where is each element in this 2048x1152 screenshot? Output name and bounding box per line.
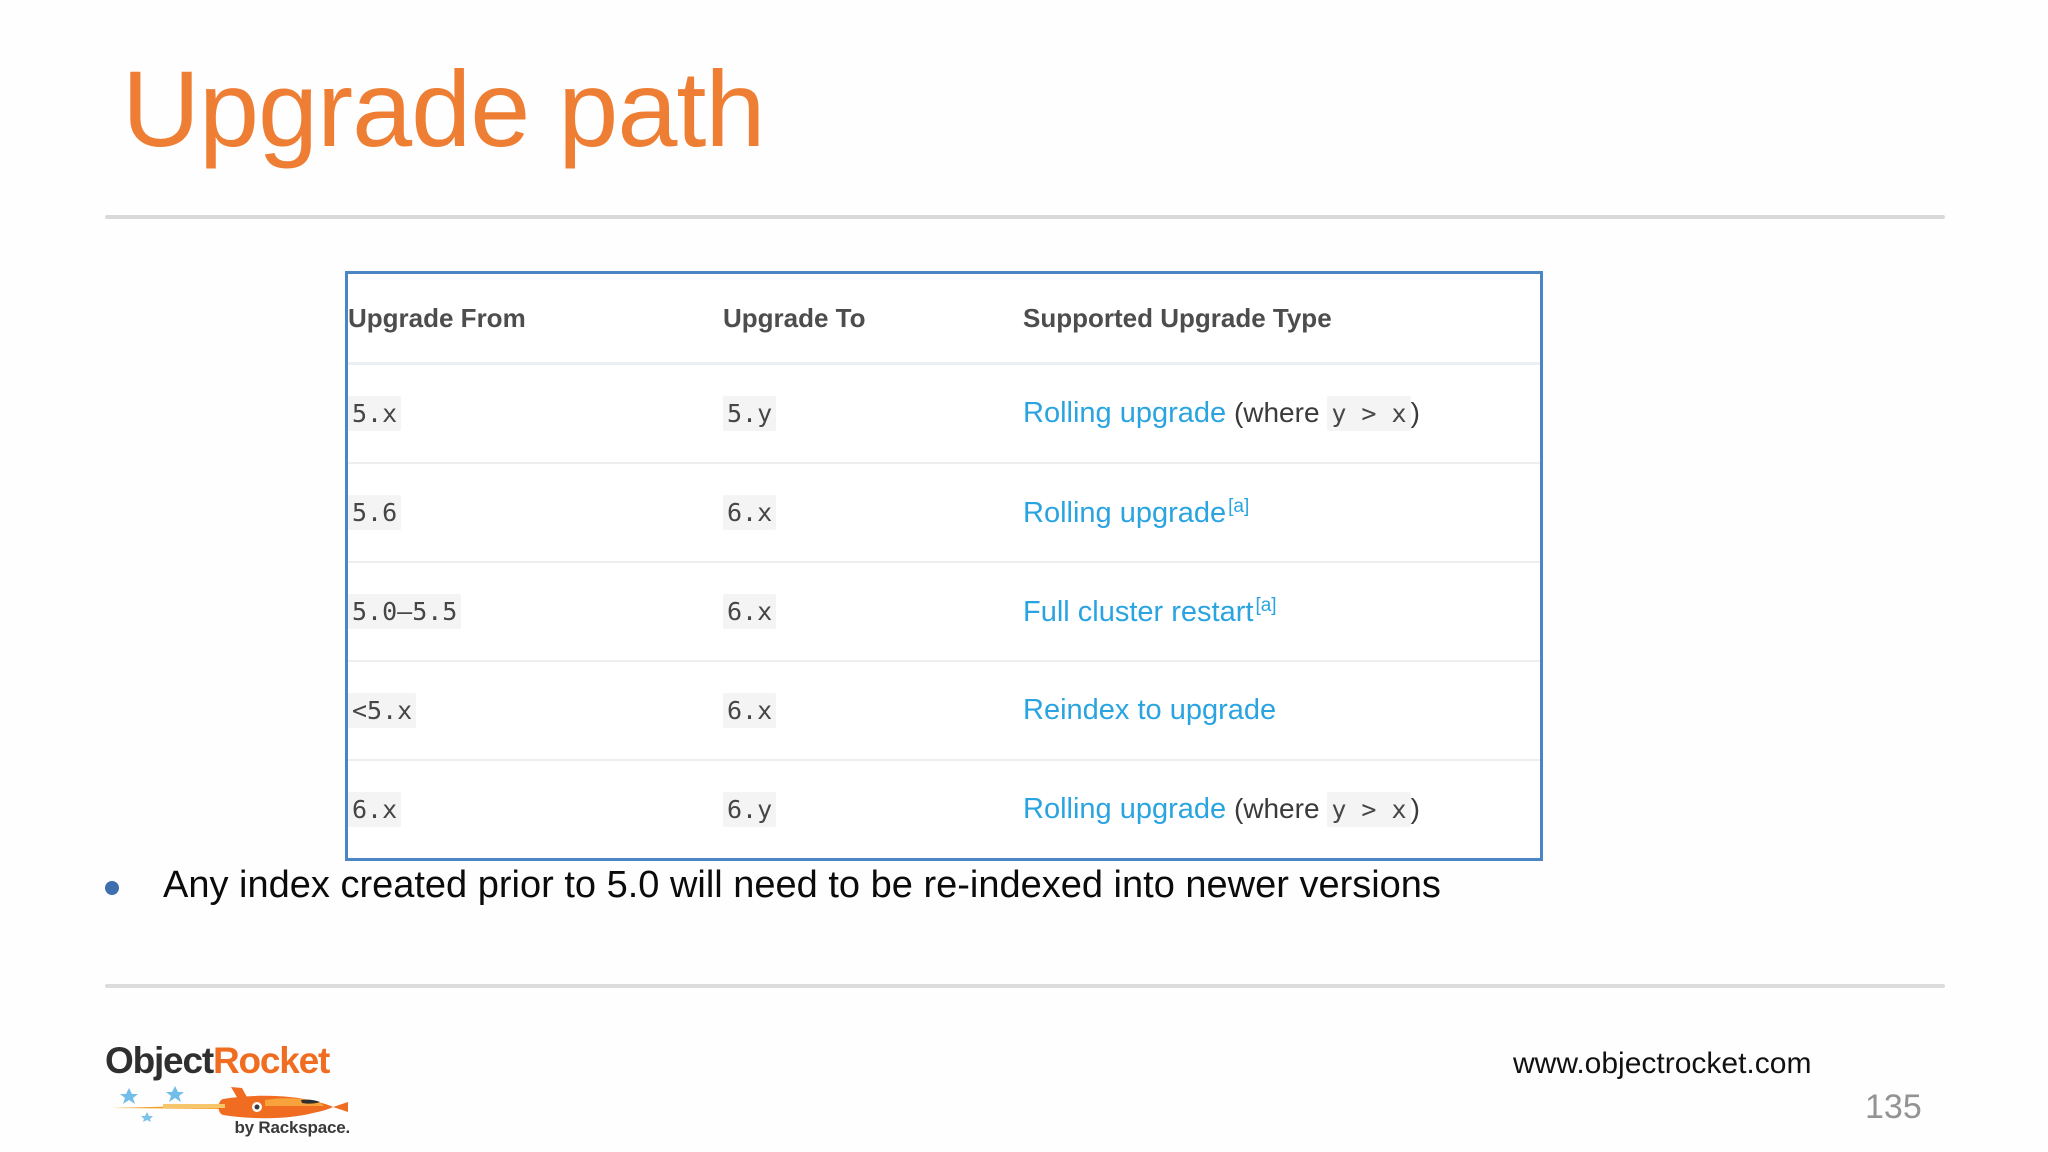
cell-upgrade-from: 5.6: [348, 463, 723, 563]
version-code: 6.x: [348, 792, 402, 827]
upgrade-type-note-pre: (where: [1233, 397, 1320, 428]
upgrade-type-link[interactable]: Rolling upgrade: [1023, 397, 1227, 429]
version-code: 5.0–5.5: [348, 594, 462, 629]
version-code: 6.y: [723, 792, 777, 827]
cell-upgrade-type: Full cluster restart[a]: [1023, 562, 1540, 662]
logo-text-rocket: Rocket: [212, 1040, 330, 1081]
logo-text-object: Object: [105, 1040, 214, 1081]
cell-upgrade-to: 6.x: [723, 463, 1023, 563]
rocket-icon: [111, 1086, 348, 1122]
condition-code: y > x: [1327, 792, 1411, 827]
cell-upgrade-type: Rolling upgrade[a]: [1023, 463, 1540, 563]
table-row: <5.x 6.x Reindex to upgrade: [348, 661, 1540, 761]
cell-upgrade-from: 5.x: [348, 363, 723, 464]
condition-code: y > x: [1327, 396, 1411, 431]
table-header-row: Upgrade From Upgrade To Supported Upgrad…: [348, 274, 1540, 365]
version-code: 6.x: [723, 693, 777, 728]
cell-upgrade-from: <5.x: [348, 661, 723, 761]
version-code: 5.x: [348, 396, 402, 431]
cell-upgrade-to: 5.y: [723, 363, 1023, 464]
logo-wordmark: ObjectRocket: [105, 1042, 350, 1079]
table-row: 6.x 6.y Rolling upgrade (where y > x): [348, 760, 1540, 858]
title-divider: [105, 215, 1945, 219]
table-row: 5.0–5.5 6.x Full cluster restart[a]: [348, 562, 1540, 662]
column-header-upgrade-to: Upgrade To: [723, 274, 1023, 365]
column-header-supported-upgrade-type: Supported Upgrade Type: [1023, 274, 1540, 365]
version-code: <5.x: [348, 693, 417, 728]
list-item: Any index created prior to 5.0 will need…: [105, 862, 1805, 910]
objectrocket-logo: ObjectRocket by Rackspace.: [105, 1042, 350, 1138]
version-code: 5.6: [348, 495, 402, 530]
cell-upgrade-from: 5.0–5.5: [348, 562, 723, 662]
column-header-upgrade-from: Upgrade From: [348, 274, 723, 365]
footnote-marker[interactable]: [a]: [1255, 594, 1277, 616]
upgrade-type-note-post: ): [1410, 793, 1420, 824]
upgrade-path-table: Upgrade From Upgrade To Supported Upgrad…: [345, 271, 1543, 861]
logo-tagline: by Rackspace.: [234, 1118, 350, 1137]
cell-upgrade-type: Reindex to upgrade: [1023, 661, 1540, 761]
table-row: 5.x 5.y Rolling upgrade (where y > x): [348, 363, 1540, 464]
page-number: 135: [1865, 1088, 1922, 1126]
table-row: 5.6 6.x Rolling upgrade[a]: [348, 463, 1540, 563]
upgrade-type-link[interactable]: Rolling upgrade: [1023, 496, 1227, 529]
cell-upgrade-from: 6.x: [348, 760, 723, 858]
upgrade-type-note-post: ): [1410, 397, 1420, 428]
footer-divider: [105, 984, 1945, 988]
bullet-point-icon: [105, 881, 119, 895]
version-code: 6.x: [723, 495, 777, 530]
cell-upgrade-type: Rolling upgrade (where y > x): [1023, 363, 1540, 464]
version-code: 5.y: [723, 396, 777, 431]
upgrade-type-note-pre: (where: [1233, 793, 1320, 824]
page-title: Upgrade path: [122, 48, 765, 169]
footnote-marker[interactable]: [a]: [1228, 495, 1250, 517]
upgrade-type-link[interactable]: Reindex to upgrade: [1023, 694, 1277, 726]
cell-upgrade-to: 6.x: [723, 661, 1023, 761]
cell-upgrade-to: 6.y: [723, 760, 1023, 858]
cell-upgrade-to: 6.x: [723, 562, 1023, 662]
upgrade-type-link[interactable]: Rolling upgrade: [1023, 793, 1227, 825]
bullet-text: Any index created prior to 5.0 will need…: [163, 864, 1441, 906]
website-url: www.objectrocket.com: [1513, 1047, 1812, 1080]
upgrade-type-link[interactable]: Full cluster restart: [1023, 595, 1254, 628]
cell-upgrade-type: Rolling upgrade (where y > x): [1023, 760, 1540, 858]
version-code: 6.x: [723, 594, 777, 629]
